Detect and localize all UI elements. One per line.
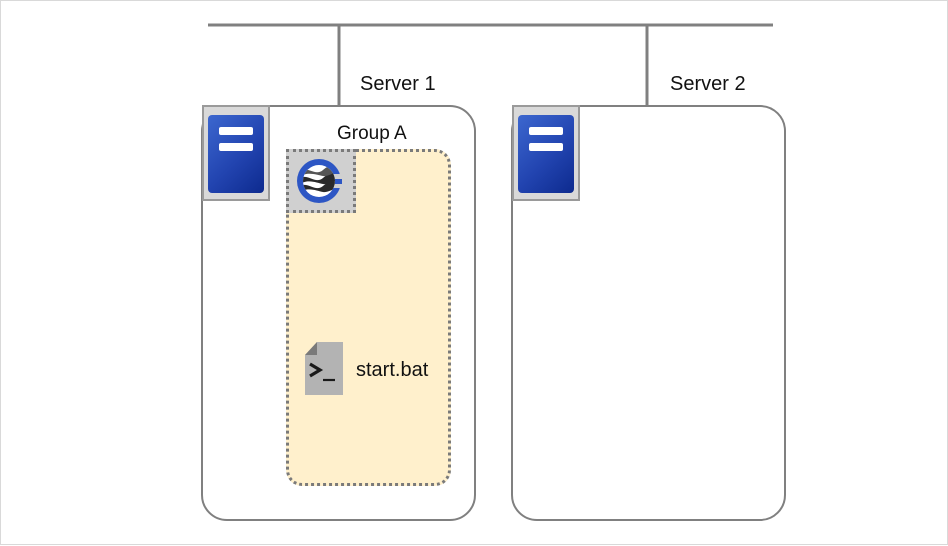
server-drive-slot [219,127,253,135]
group-label: Group A [337,123,407,144]
terminal-script-file-icon [304,342,344,401]
server-tower-body [208,115,264,193]
script-filename-label: start.bat [356,359,429,381]
server-drive-slot [529,127,563,135]
server-tower-body [518,115,574,193]
group-logo-svg [297,159,345,203]
server-drive-slot [529,143,563,151]
cluster-group-logo-icon [286,149,356,213]
server-2-box [511,105,786,521]
server-2-label: Server 2 [670,73,746,95]
server-drive-slot [219,143,253,151]
server-1-icon [202,105,270,201]
server-2-icon [512,105,580,201]
server-1-label: Server 1 [360,73,436,95]
